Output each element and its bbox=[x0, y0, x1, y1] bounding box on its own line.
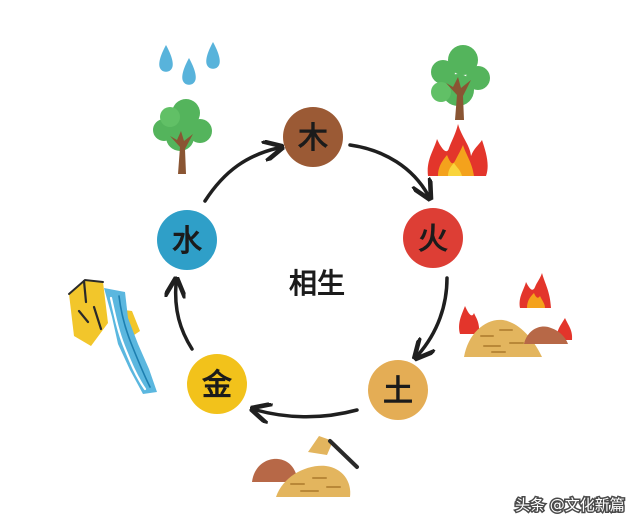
fire-circle bbox=[403, 208, 463, 268]
metal-label: 金 bbox=[201, 368, 233, 403]
center-label: 相生 bbox=[289, 267, 345, 300]
axe-head-icon bbox=[308, 436, 359, 469]
wood-label: 木 bbox=[297, 121, 328, 156]
watermark: 头条 @文化新篇 bbox=[514, 495, 627, 516]
watermark-text: 头条 @文化新篇 bbox=[515, 496, 625, 514]
arrow-metal-to-water bbox=[176, 283, 194, 351]
cycle-arrows bbox=[176, 143, 449, 417]
water-label: 水 bbox=[172, 224, 203, 259]
water-circle bbox=[157, 210, 217, 270]
earth-mound-icon-metal bbox=[252, 458, 351, 497]
arrow-wood-to-fire bbox=[348, 143, 428, 195]
arrow-water-to-wood bbox=[203, 148, 278, 203]
arrow-fire-to-earth bbox=[418, 276, 449, 355]
waterfall-icon bbox=[104, 288, 157, 394]
tree-icon-fire bbox=[431, 45, 490, 120]
fire-label: 火 bbox=[418, 222, 448, 257]
wood-circle bbox=[283, 107, 343, 167]
node-earth: 土 bbox=[368, 360, 428, 420]
raindrops-icon bbox=[159, 42, 220, 85]
node-water: 水 bbox=[157, 210, 217, 270]
tree-icon bbox=[153, 99, 212, 174]
node-fire: 火 bbox=[403, 208, 463, 268]
earth-circle bbox=[368, 360, 428, 420]
flame-icon bbox=[427, 124, 488, 176]
node-metal: 金 bbox=[187, 354, 247, 414]
arrow-earth-to-metal bbox=[256, 410, 359, 417]
metal-circle bbox=[187, 354, 247, 414]
earth-label: 土 bbox=[383, 374, 413, 409]
flames-icon bbox=[459, 273, 573, 340]
earth-mound-icon bbox=[464, 319, 568, 357]
node-wood: 木 bbox=[283, 107, 343, 167]
